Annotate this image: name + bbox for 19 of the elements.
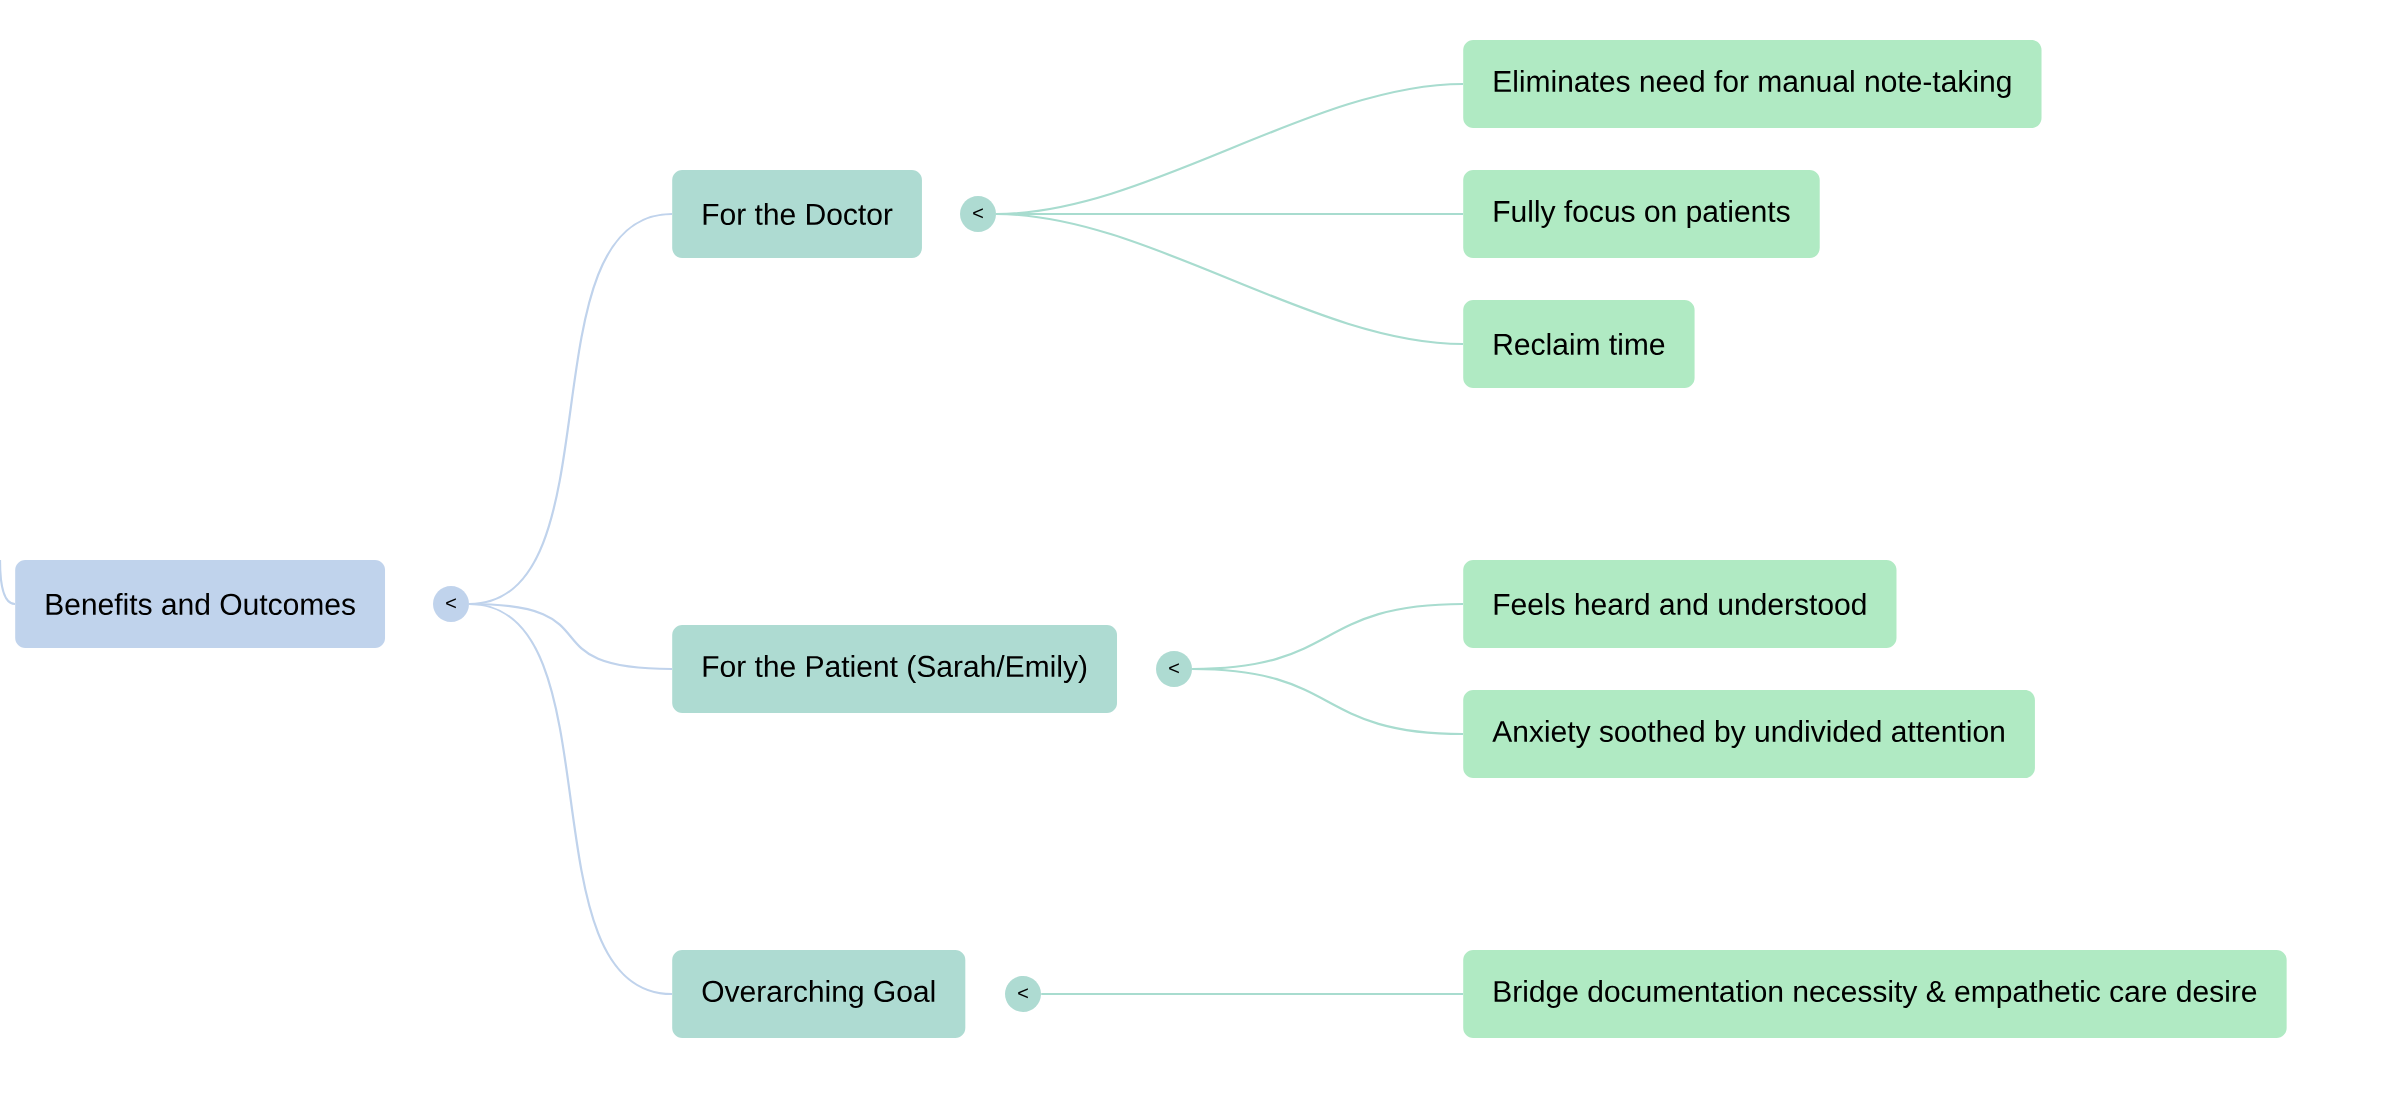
collapse-button: < [433,586,469,622]
topic-box: Feels heard and understood [1463,560,1897,648]
topic-box: Anxiety soothed by undivided attention [1463,690,2035,778]
connector-line [1041,992,1463,996]
collapse-button: < [960,196,996,232]
topic-box: For the Doctor [672,170,922,258]
collapse-button: < [1005,976,1041,1012]
collapse-button: < [1156,651,1192,687]
connector-line [468,602,673,996]
topic-box: Bridge documentation necessity & empathetic care desire [1463,950,2287,1038]
connector-line [0,560,16,606]
topic-box: Reclaim time [1463,300,1695,388]
topic-box: Overarching Goal [672,950,966,1038]
connector-line [996,212,1464,346]
topic-box: Benefits and Outcomes [15,560,386,648]
topic-box: For the Patient (Sarah/Emily) [672,625,1117,713]
topic-box: Eliminates need for manual note-taking [1463,40,2042,128]
topic-box: Fully focus on patients [1463,170,1820,258]
connector-line [1192,667,1464,736]
